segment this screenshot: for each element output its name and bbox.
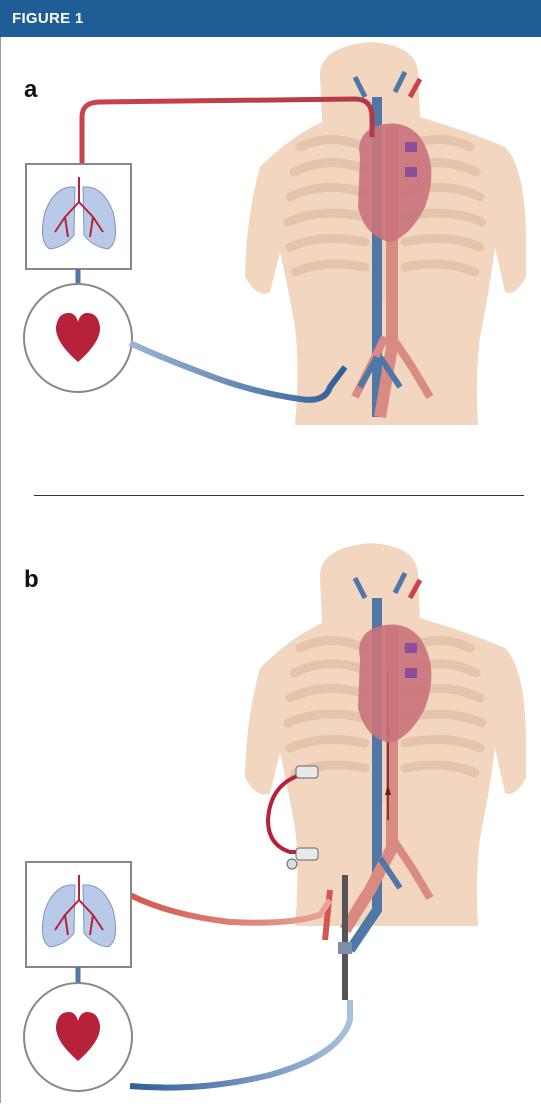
lungs-icon bbox=[26, 862, 131, 967]
heart-icon bbox=[24, 284, 132, 392]
venous-line bbox=[130, 1000, 350, 1088]
figure-header: FIGURE 1 bbox=[0, 0, 541, 37]
panel-divider bbox=[34, 495, 524, 496]
heart-icon bbox=[24, 983, 132, 1091]
figure-title: FIGURE 1 bbox=[12, 10, 84, 27]
panel-b-diagram bbox=[0, 530, 541, 1104]
lungs-icon bbox=[26, 164, 131, 269]
panel-a-diagram bbox=[0, 37, 541, 437]
